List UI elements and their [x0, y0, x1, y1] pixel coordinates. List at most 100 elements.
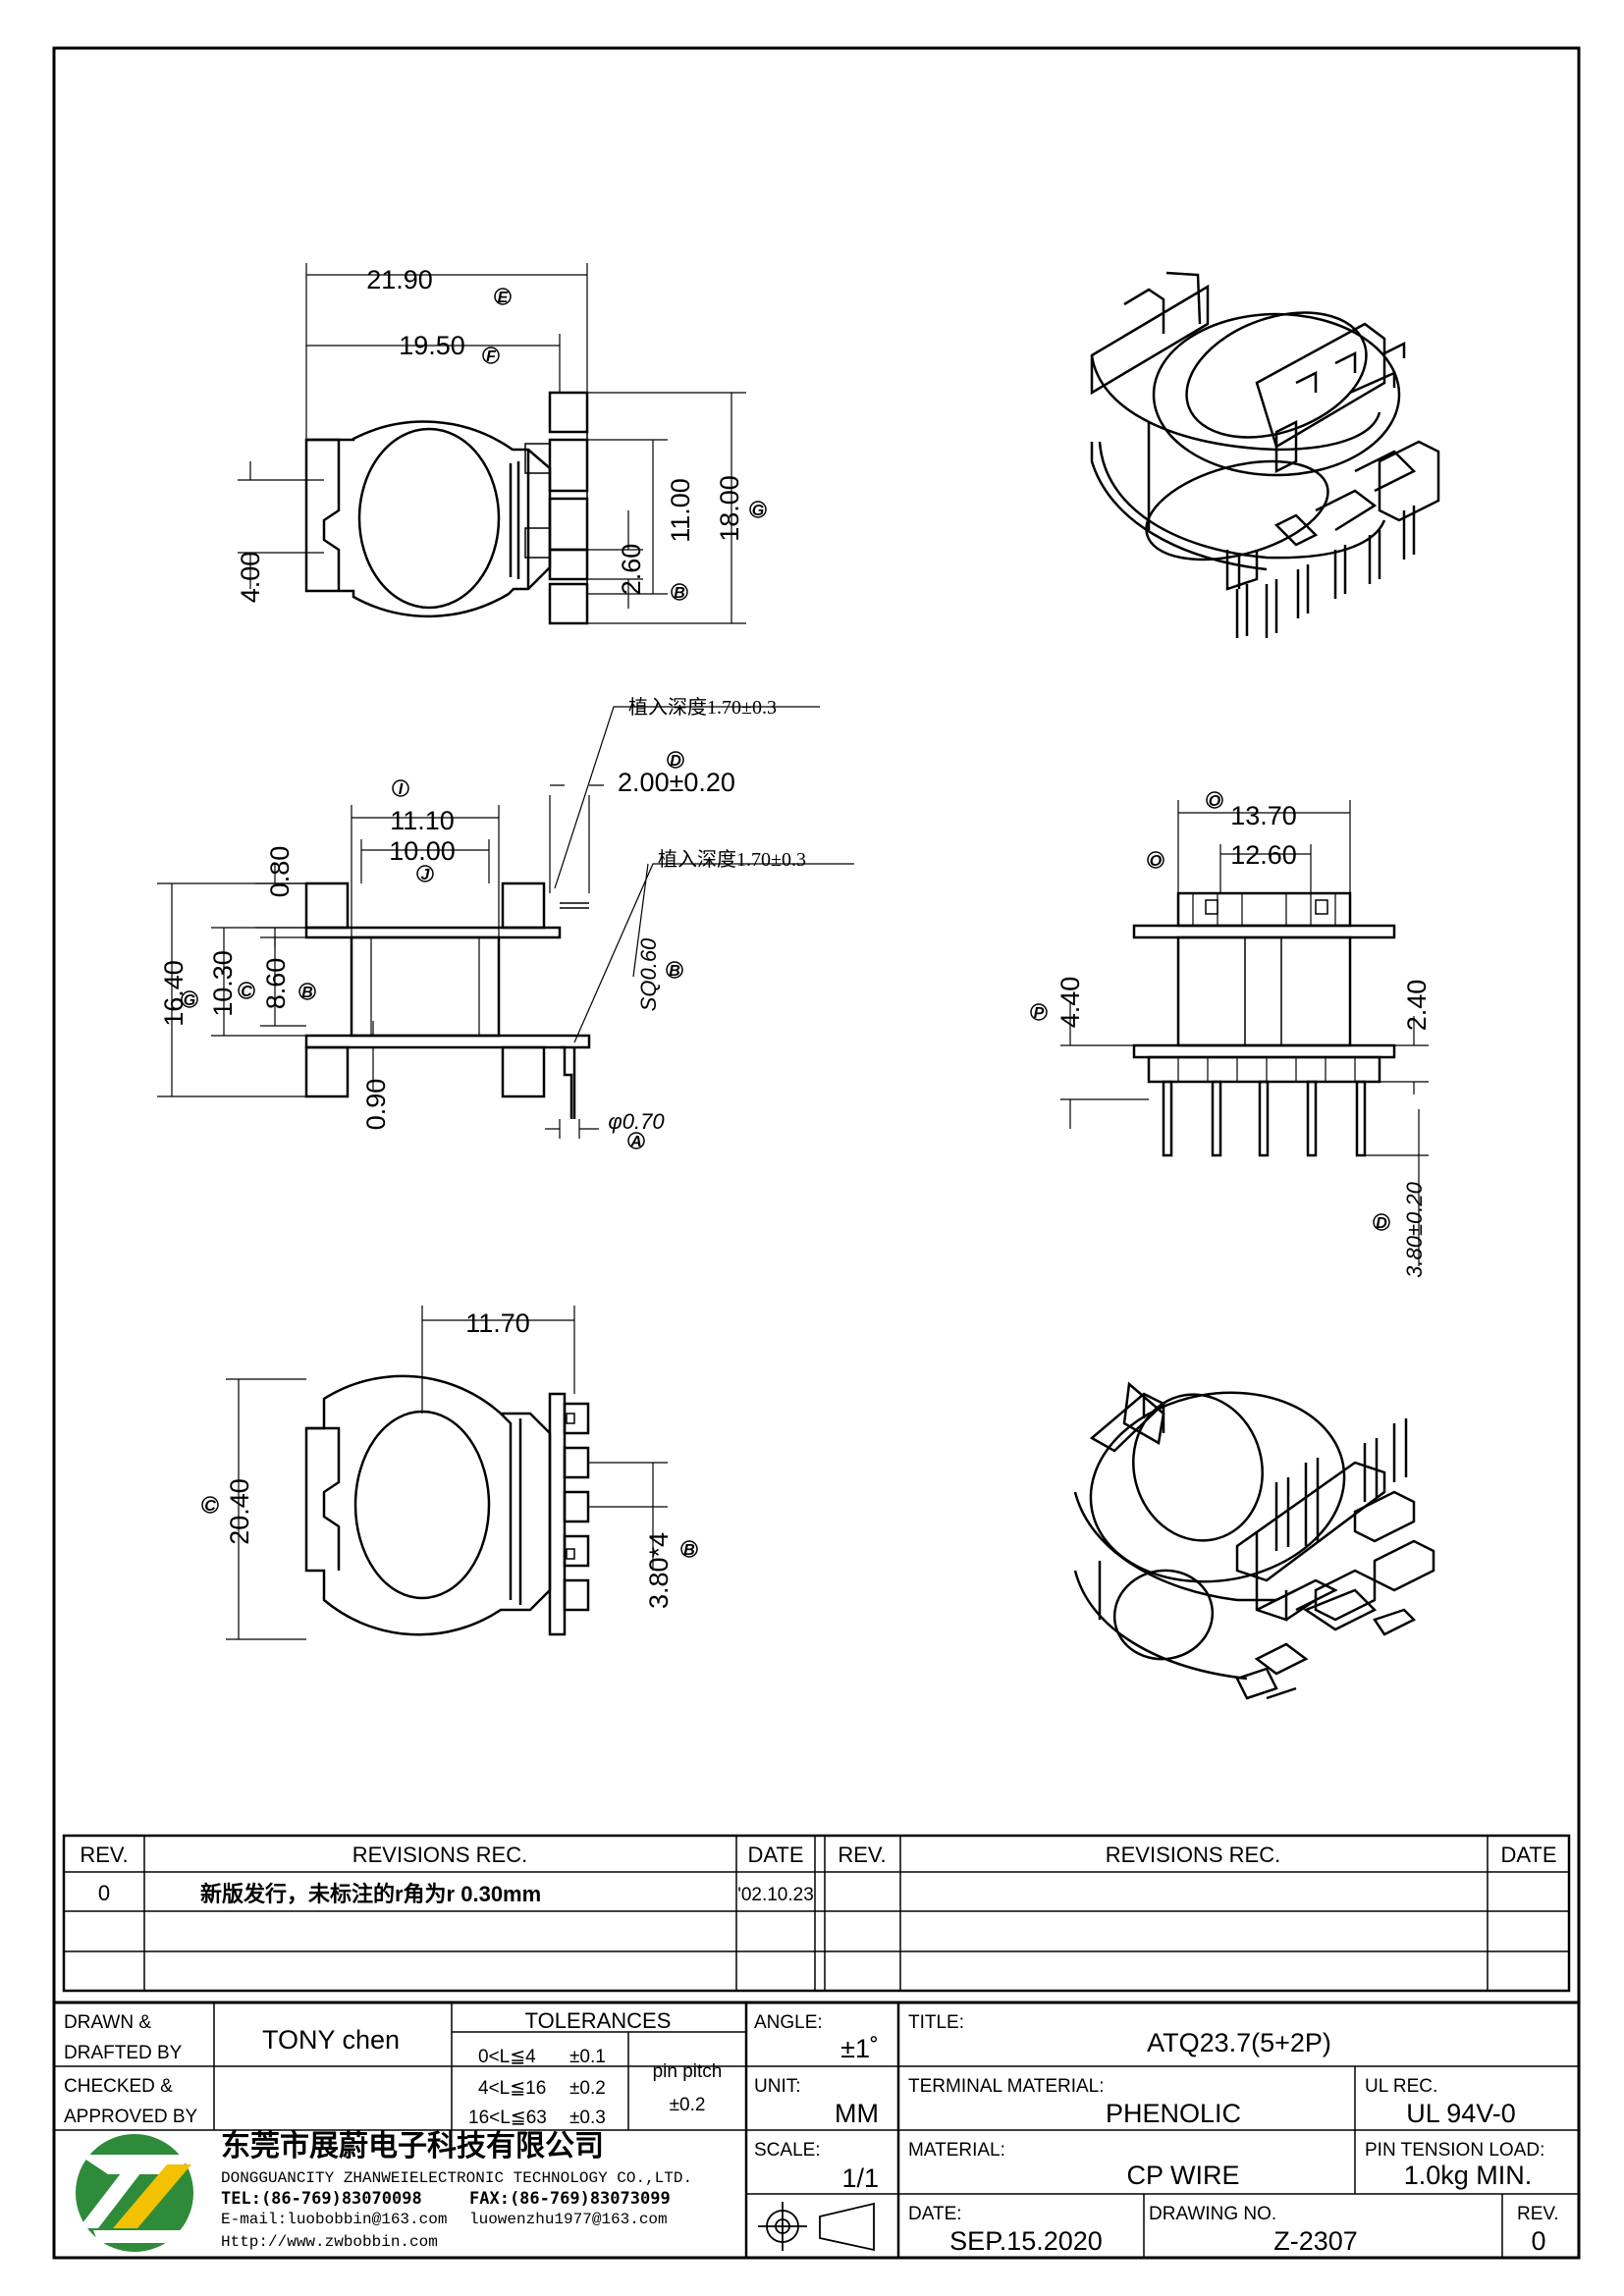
- terminal-material-label: TERMINAL MATERIAL:: [908, 2076, 1105, 2097]
- top-dim-21-90: 21.90: [366, 265, 433, 294]
- drawing-no-label: DRAWING NO.: [1149, 2204, 1276, 2224]
- ul-rec-label: UL REC.: [1365, 2076, 1437, 2097]
- revision-table: [62, 1834, 1571, 1993]
- pin-tension-value: 1.0kg MIN.: [1404, 2161, 1533, 2190]
- company-fax: FAX:(86-769)83073099: [469, 2189, 671, 2209]
- rev-label: REV.: [1517, 2204, 1559, 2224]
- tol-range-1: 0<L≦4: [478, 2047, 536, 2067]
- drawn-label-1: DRAWN &: [64, 2012, 151, 2033]
- company-logo: [76, 2134, 193, 2252]
- checked-label-1: CHECKED &: [64, 2076, 173, 2097]
- front-view-balloons: I J D G C B B A: [181, 751, 684, 1150]
- front-view-dimensions: [157, 706, 854, 1139]
- bottom-dim-20-40: 20.40: [225, 1478, 254, 1545]
- svg-text:F: F: [486, 348, 497, 365]
- bottom-view-balloons: C B: [201, 1496, 698, 1559]
- projection-symbol-icon: [758, 2202, 875, 2252]
- bottom-view-dimensions: [226, 1306, 668, 1640]
- rev-header-right: REV.: [838, 1842, 886, 1867]
- date-header-left: DATE: [747, 1842, 803, 1867]
- bottom-dim-3-80x4: 3.80*4: [644, 1532, 674, 1609]
- date-value: SEP.15.2020: [949, 2226, 1103, 2256]
- tol-value-3: ±0.3: [569, 2108, 606, 2128]
- drawing-no-value: Z-2307: [1273, 2226, 1358, 2256]
- front-dim-phi0-70: φ0.70: [608, 1109, 665, 1134]
- side-view-dimensions: [1060, 800, 1429, 1266]
- svg-text:C: C: [204, 1498, 216, 1515]
- svg-text:J: J: [421, 867, 431, 883]
- svg-text:B: B: [683, 1542, 695, 1559]
- ul-rec-value: UL 94V-0: [1406, 2099, 1516, 2128]
- scale-value: 1/1: [841, 2163, 879, 2193]
- isometric-view-top: [1090, 271, 1440, 638]
- side-dim-4-40: 4.40: [1056, 977, 1085, 1029]
- front-dim-0-90: 0.90: [361, 1079, 391, 1131]
- material-value: CP WIRE: [1126, 2161, 1239, 2190]
- svg-text:O: O: [1150, 853, 1163, 870]
- material-label: MATERIAL:: [908, 2140, 1005, 2161]
- front-dim-0-80: 0.80: [265, 846, 295, 898]
- svg-text:B: B: [669, 963, 680, 980]
- front-dim-11-10: 11.10: [390, 806, 455, 835]
- bottom-dim-11-70: 11.70: [465, 1308, 530, 1338]
- rev-header-left: REV.: [80, 1842, 128, 1867]
- company-email-1: E-mail:luobobbin@163.com: [221, 2211, 447, 2228]
- revision-row-date: '02.10.23: [737, 1885, 814, 1905]
- tolerances-title: TOLERANCES: [525, 2008, 672, 2033]
- date-label: DATE:: [908, 2204, 962, 2224]
- top-dim-2-60: 2.60: [617, 544, 646, 596]
- tol-range-3: 16<L≦63: [468, 2108, 547, 2128]
- svg-text:B: B: [674, 585, 685, 602]
- top-dim-4-00: 4.00: [236, 552, 265, 604]
- side-dim-3-80: 3.80±0.20: [1402, 1181, 1427, 1277]
- sheet-border: [52, 46, 1581, 2260]
- terminal-material-value: PHENOLIC: [1106, 2099, 1241, 2128]
- unit-label: UNIT:: [754, 2076, 801, 2097]
- revision-row-text: 新版发行，未标注的r角为r 0.30mm: [200, 1882, 541, 1906]
- svg-text:B: B: [301, 985, 313, 1001]
- angle-label: ANGLE:: [754, 2012, 823, 2033]
- title-value: ATQ23.7(5+2P): [1147, 2028, 1331, 2057]
- side-view: [1132, 891, 1396, 1157]
- checked-label-2: APPROVED BY: [64, 2107, 198, 2127]
- company-email-2: luowenzhu1977@163.com: [469, 2211, 668, 2228]
- pin-pitch-value: ±0.2: [670, 2095, 706, 2115]
- bottom-view: [304, 1374, 590, 1636]
- side-dim-12-60: 12.60: [1230, 840, 1297, 870]
- revision-row-rev: 0: [98, 1881, 110, 1905]
- unit-value: MM: [835, 2099, 879, 2128]
- front-dim-sq0-60: SQ0.60: [636, 937, 661, 1011]
- svg-text:D: D: [670, 753, 681, 770]
- title-label: TITLE:: [908, 2012, 964, 2033]
- insert-depth-note-2: 植入深度1.70±0.3: [658, 848, 806, 871]
- title-block-grid: [54, 2001, 1579, 2258]
- insert-depth-note-1: 植入深度1.70±0.3: [628, 696, 777, 719]
- company-website: Http://www.zwbobbin.com: [221, 2233, 438, 2251]
- side-view-balloons: O O P D: [1030, 791, 1390, 1232]
- svg-text:C: C: [241, 984, 252, 1000]
- front-dim-10-00: 10.00: [389, 836, 456, 866]
- rev-value: 0: [1531, 2226, 1545, 2256]
- angle-value: ±1˚: [840, 2034, 879, 2063]
- revisions-header-right: REVISIONS REC.: [1106, 1842, 1280, 1867]
- tol-range-2: 4<L≦16: [478, 2078, 546, 2099]
- date-header-right: DATE: [1500, 1842, 1556, 1867]
- pin-tension-label: PIN TENSION LOAD:: [1365, 2140, 1544, 2161]
- top-view-balloons: E F G B: [482, 288, 767, 602]
- top-dim-19-50: 19.50: [399, 331, 465, 360]
- top-dim-11-00: 11.00: [666, 478, 695, 543]
- top-view-dimensions: [238, 263, 746, 624]
- side-dim-13-70: 13.70: [1230, 801, 1297, 830]
- side-dim-2-40: 2.40: [1402, 980, 1432, 1032]
- svg-text:G: G: [752, 503, 764, 519]
- isometric-view-bottom: [1073, 1381, 1435, 1700]
- top-view: [304, 391, 589, 625]
- revisions-header-left: REVISIONS REC.: [352, 1842, 527, 1867]
- front-view: [304, 881, 591, 1119]
- svg-text:G: G: [184, 992, 195, 1009]
- front-dim-10-30: 10.30: [208, 950, 238, 1017]
- tol-value-1: ±0.1: [569, 2047, 606, 2067]
- front-dim-2-00: 2.00±0.20: [618, 768, 735, 797]
- front-dim-8-60: 8.60: [261, 958, 291, 1010]
